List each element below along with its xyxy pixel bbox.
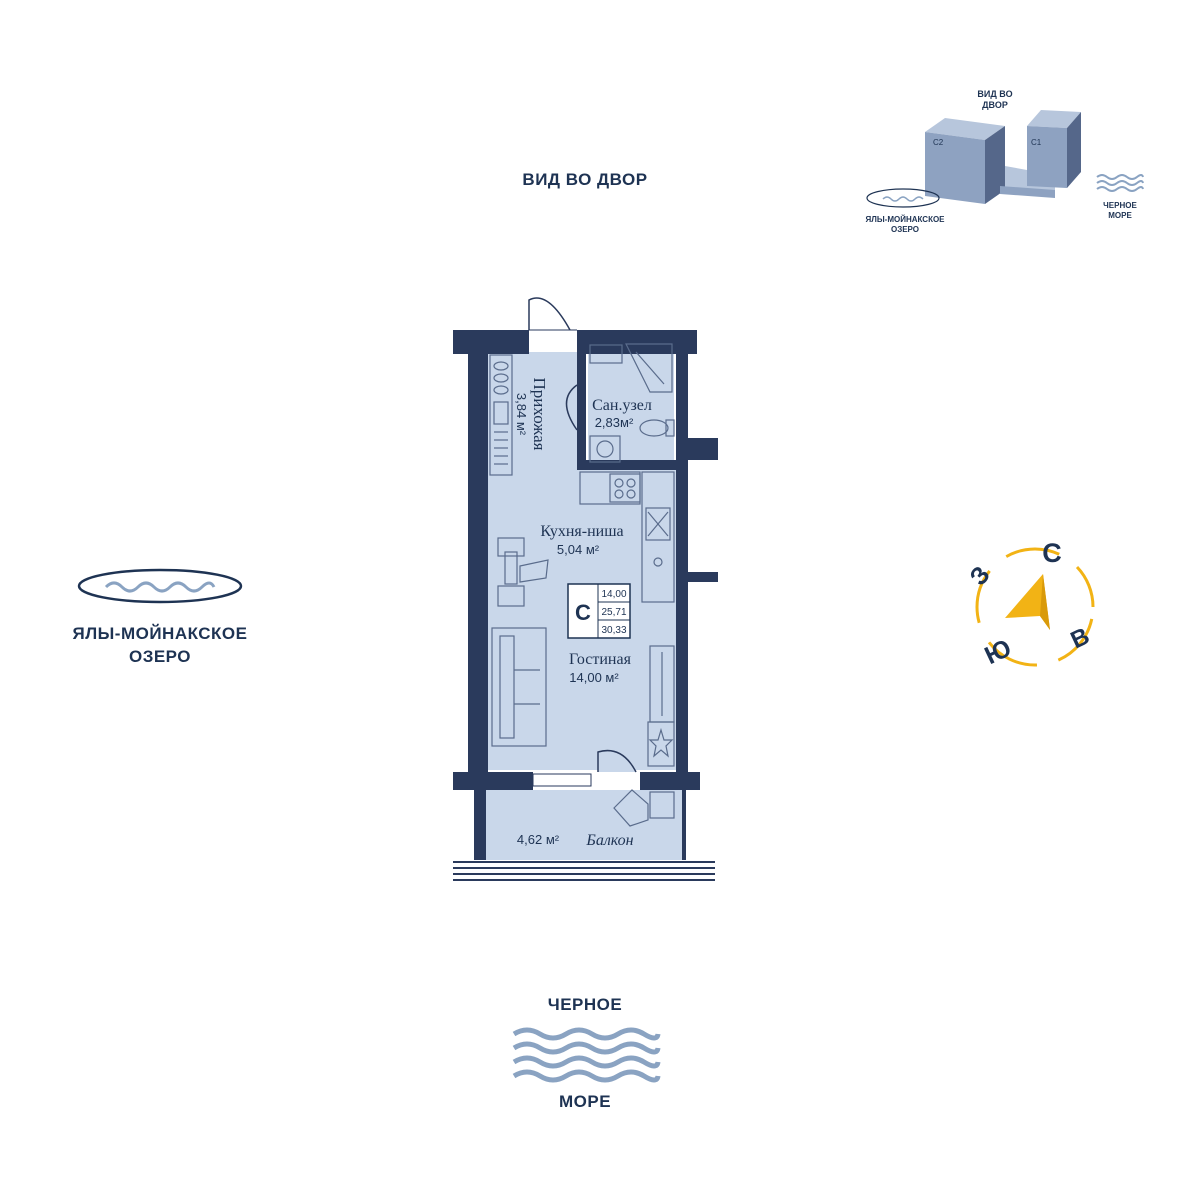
sea-waves-icon bbox=[512, 1027, 661, 1083]
sea-label-line1: ЧЕРНОЕ bbox=[547, 995, 623, 1014]
bathroom-name: Сан.узел bbox=[592, 397, 652, 414]
kitchen-area-label: 5,04 м² bbox=[557, 542, 600, 557]
apartment-type: С bbox=[575, 600, 591, 625]
sea-label-line2: МОРЕ bbox=[558, 1092, 612, 1111]
view-courtyard-label: ВИД ВО ДВОР bbox=[522, 170, 648, 189]
bathroom-area-label: 2,83м² bbox=[595, 415, 634, 430]
minimap-lake-line2: ОЗЕРО bbox=[891, 225, 919, 234]
washing-machine-icon bbox=[589, 435, 621, 463]
minimap-sea-line1: ЧЕРНОЕ bbox=[1103, 201, 1137, 210]
apartment-total-area: 25,71 bbox=[601, 607, 626, 618]
minimap-building-c1: C1 bbox=[1031, 138, 1042, 147]
entry-door-icon bbox=[528, 297, 571, 331]
compass-west: З bbox=[964, 561, 996, 591]
compass: С В Ю З bbox=[964, 540, 1095, 670]
lake-label-line2: ОЗЕРО bbox=[128, 647, 192, 666]
bathroom-door-icon bbox=[565, 384, 578, 431]
minimap-lake-line1: ЯЛЫ-МОЙНАКСКОЕ bbox=[865, 215, 945, 224]
fridge-icon bbox=[653, 557, 663, 567]
apartment-living-area: 14,00 bbox=[601, 589, 626, 600]
hallway-area bbox=[488, 352, 580, 472]
toilet-icon bbox=[639, 419, 669, 437]
apartment-total-with-balcony: 30,33 bbox=[601, 625, 626, 636]
sofa-icon bbox=[491, 627, 547, 747]
bathroom-area bbox=[588, 340, 674, 464]
wardrobe-icon bbox=[489, 354, 513, 476]
dining-set-icon bbox=[497, 537, 549, 607]
compass-north: С bbox=[1042, 540, 1062, 568]
balcony-area-label: 4,62 м² bbox=[517, 832, 560, 847]
balcony-chair-icon bbox=[613, 789, 675, 827]
living-name: Гостиная bbox=[569, 651, 632, 668]
balcony-door-icon bbox=[597, 749, 637, 773]
site-minimap: ВИД ВО ДВОР C2 C1 ЯЛЫ-МОЙНАКСКОЕ ОЗЕРО Ч… bbox=[865, 89, 1144, 234]
minimap-view-label-1: ВИД ВО bbox=[977, 89, 1012, 99]
balcony-name: Балкон bbox=[585, 832, 633, 849]
floor-plan: С 14,00 25,71 30,33 Прихожая 3,84 м² Сан… bbox=[453, 297, 718, 881]
stove-icon bbox=[614, 478, 624, 488]
minimap-sea-line2: МОРЕ bbox=[1108, 211, 1132, 220]
lake-icon bbox=[77, 568, 243, 604]
compass-arrow-icon bbox=[1005, 574, 1050, 630]
hallway-area-label: 3,84 м² bbox=[514, 393, 529, 436]
tv-cabinet-icon bbox=[647, 645, 675, 767]
balcony-area bbox=[486, 790, 682, 860]
minimap-view-label-2: ДВОР bbox=[982, 100, 1008, 110]
hallway-name: Прихожая bbox=[530, 378, 549, 451]
apartment-badge: С 14,00 25,71 30,33 bbox=[567, 583, 631, 639]
minimap-building-c2: C2 bbox=[933, 138, 944, 147]
compass-south: Ю bbox=[980, 634, 1015, 670]
lake-label-line1: ЯЛЫ-МОЙНАКСКОЕ bbox=[72, 624, 248, 643]
sink-icon bbox=[589, 344, 623, 364]
shower-icon bbox=[625, 343, 673, 393]
kitchen-name: Кухня-ниша bbox=[540, 523, 623, 540]
living-area-label: 14,00 м² bbox=[569, 670, 619, 685]
kitchen-sink-icon bbox=[645, 507, 671, 541]
